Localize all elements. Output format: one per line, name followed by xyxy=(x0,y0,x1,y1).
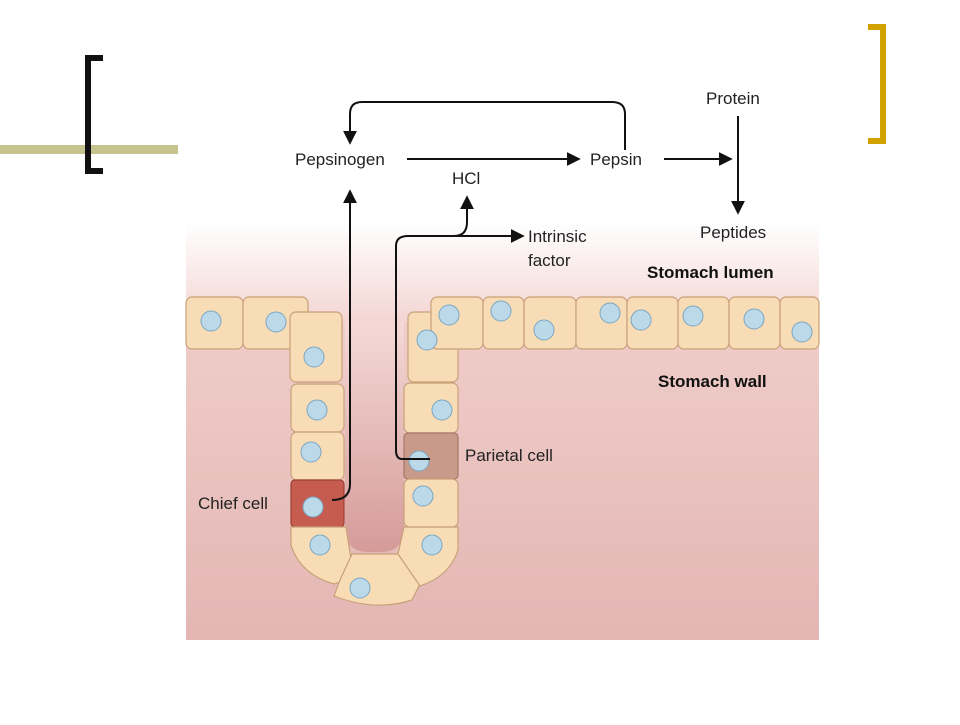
nucleus xyxy=(265,311,287,333)
label-chief-cell: Chief cell xyxy=(198,494,268,513)
left-bracket xyxy=(85,55,103,174)
arrow-parietal-secretions xyxy=(395,195,474,460)
gastric-pit xyxy=(345,322,404,552)
gland-cell xyxy=(397,526,459,587)
stomach-wall-area xyxy=(186,322,819,640)
nucleus xyxy=(300,441,322,463)
epithelial-cell xyxy=(430,296,484,350)
arrow-chief-to-pepsinogen xyxy=(331,189,357,501)
label-protein: Protein xyxy=(706,89,760,108)
nucleus xyxy=(408,450,430,472)
arrow-pepsin-feedback xyxy=(343,101,626,150)
epithelial-cell xyxy=(575,296,628,350)
nucleus xyxy=(302,496,324,518)
gland-cell xyxy=(403,478,459,528)
nucleus xyxy=(309,534,331,556)
label-pepsinogen: Pepsinogen xyxy=(295,150,385,169)
label-peptides: Peptides xyxy=(700,223,766,242)
nucleus xyxy=(431,399,453,421)
nucleus xyxy=(438,304,460,326)
nucleus xyxy=(599,302,621,324)
nucleus xyxy=(416,329,438,351)
nucleus xyxy=(421,534,443,556)
cell-nuclei xyxy=(200,300,813,599)
nucleus xyxy=(682,305,704,327)
label-stomach-wall: Stomach wall xyxy=(658,372,767,391)
nucleus xyxy=(412,485,434,507)
label-stomach-lumen: Stomach lumen xyxy=(647,263,774,282)
nucleus xyxy=(630,309,652,331)
label-pepsin: Pepsin xyxy=(590,150,642,169)
label-factor: factor xyxy=(528,251,571,270)
nucleus xyxy=(743,308,765,330)
nucleus xyxy=(200,310,222,332)
nucleus xyxy=(533,319,555,341)
nucleus xyxy=(490,300,512,322)
nucleus xyxy=(303,346,325,368)
nucleus xyxy=(349,577,371,599)
label-hcl: HCl xyxy=(452,169,480,188)
nucleus xyxy=(306,399,328,421)
label-parietal-cell: Parietal cell xyxy=(465,446,553,465)
right-bracket xyxy=(868,24,886,144)
label-intrinsic: Intrinsic xyxy=(528,227,587,246)
nucleus xyxy=(791,321,813,343)
